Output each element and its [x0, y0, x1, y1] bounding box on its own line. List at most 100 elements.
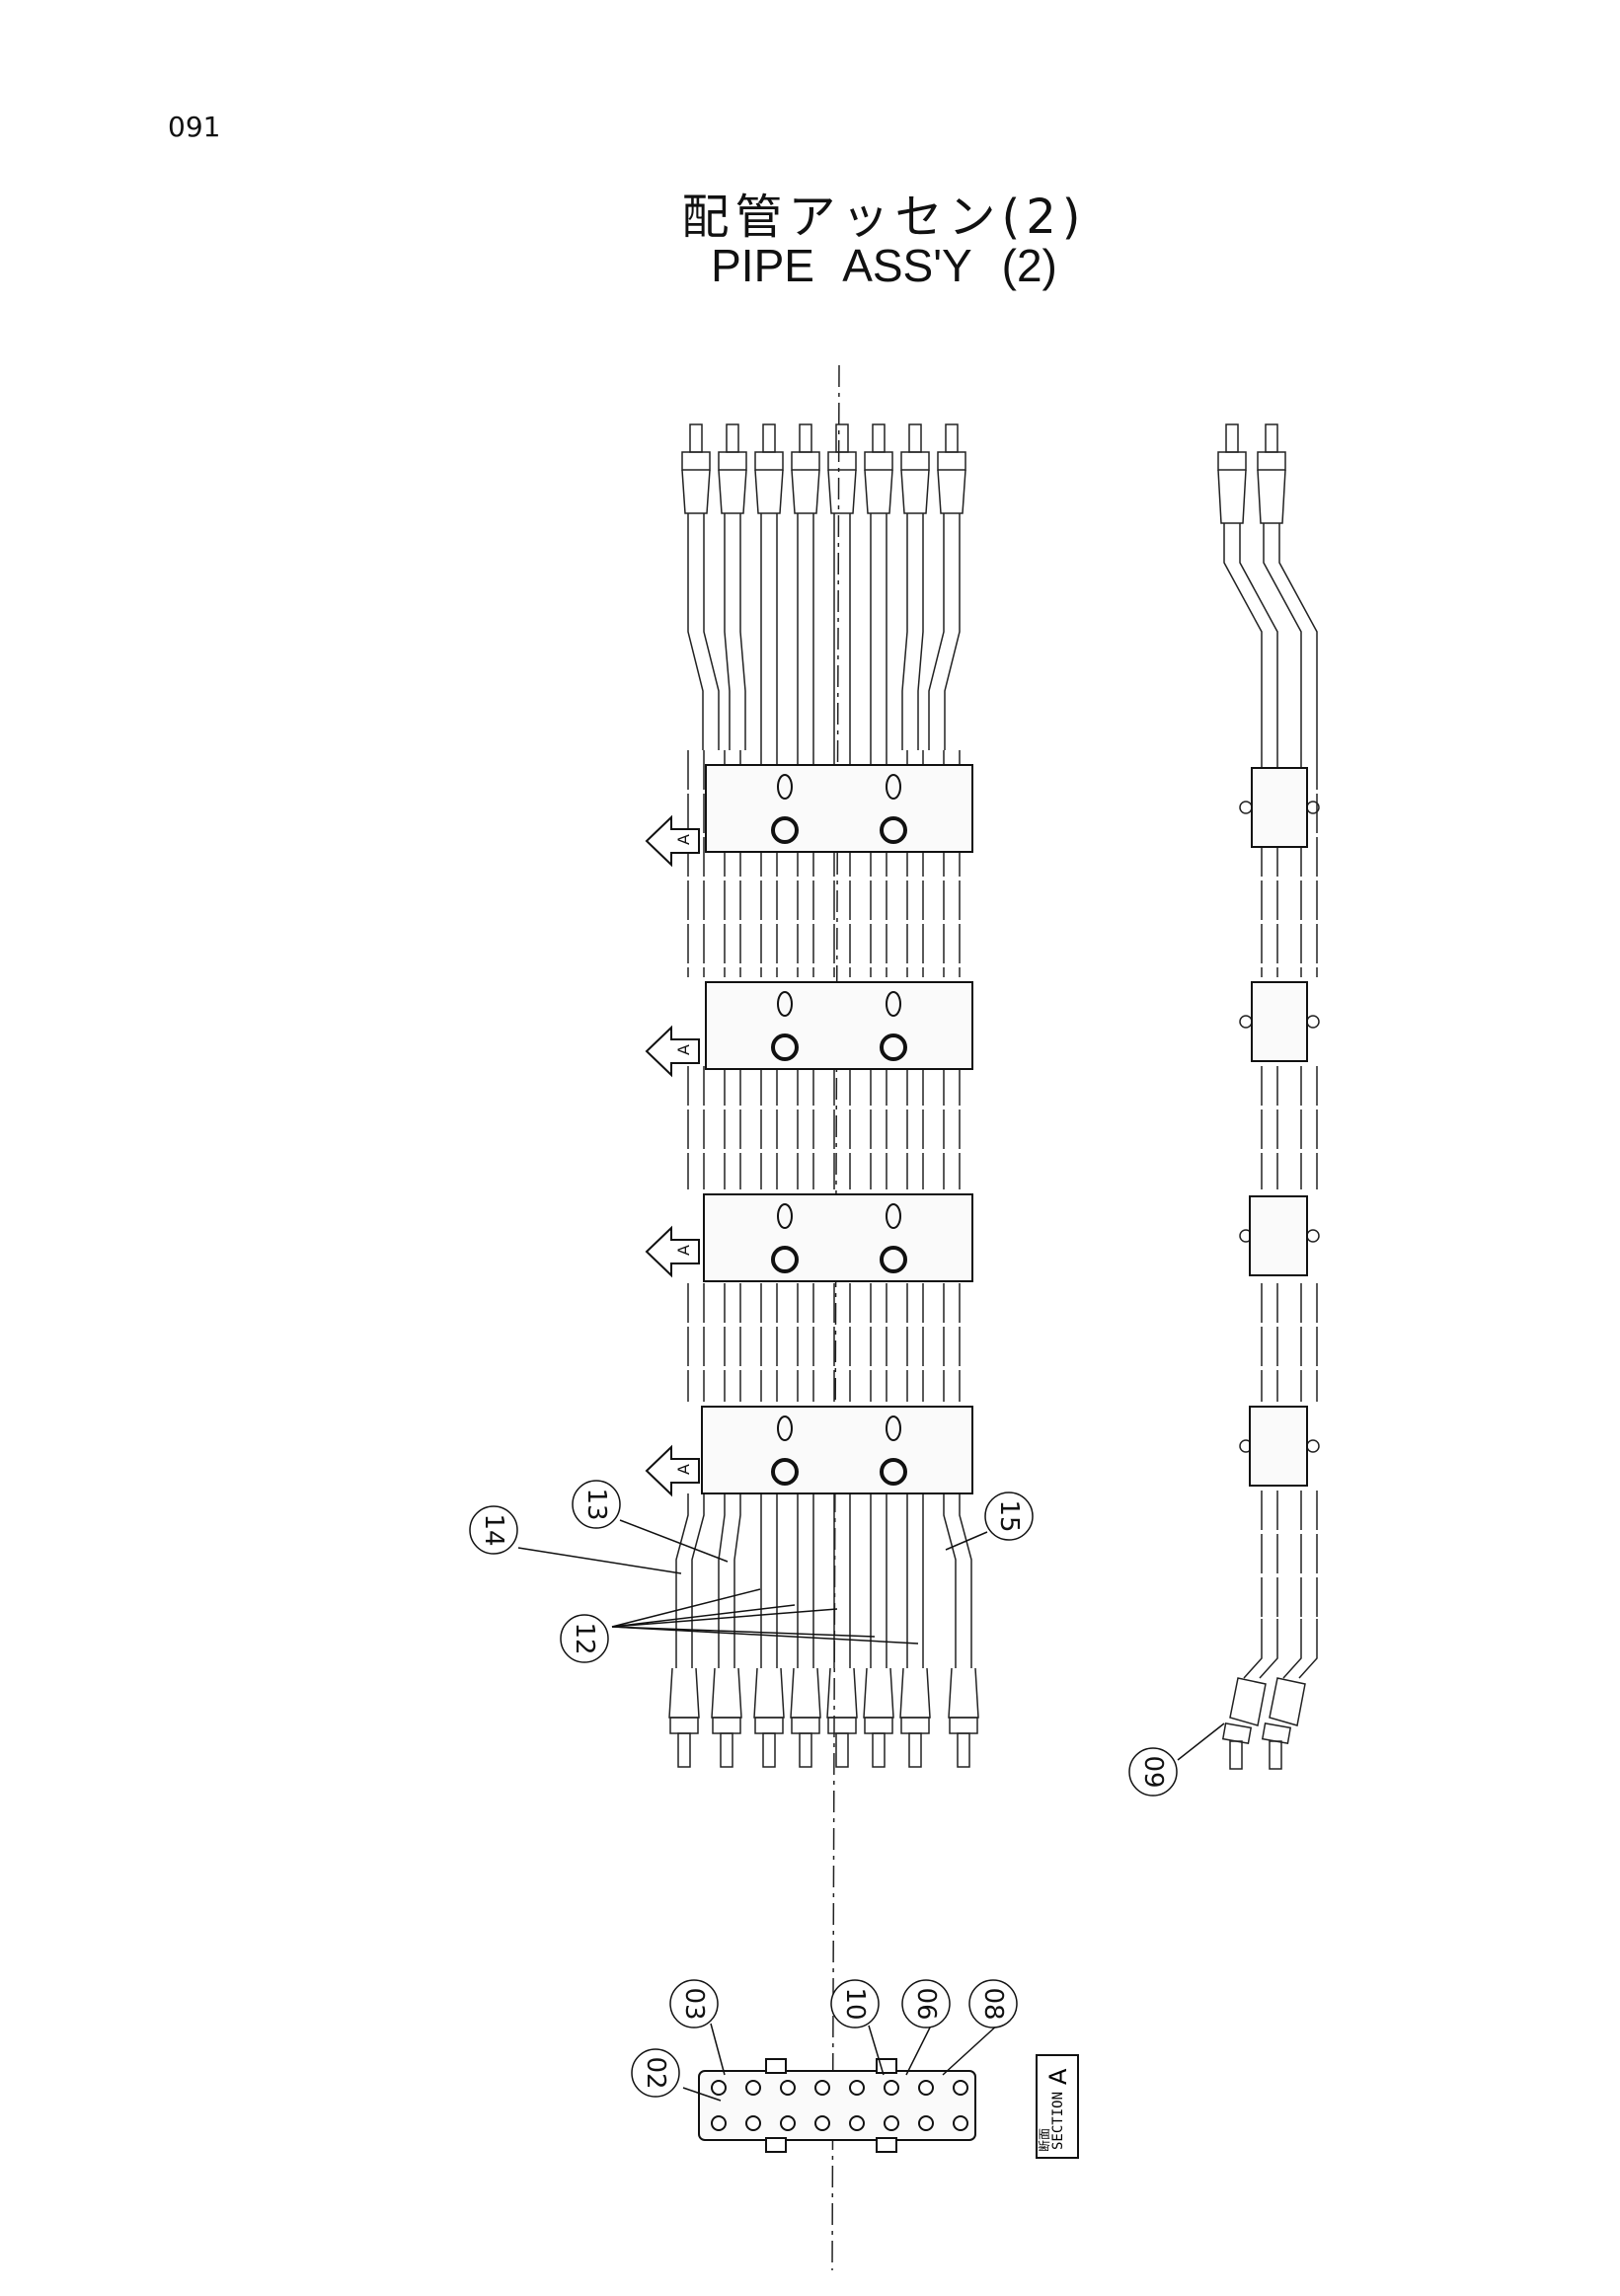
section-bolt-bot-1 — [765, 2137, 787, 2153]
top-nut-1 — [681, 451, 711, 471]
bottom-nut-5 — [827, 1717, 857, 1734]
clamp-slot-2-0 — [777, 1203, 793, 1229]
bottom-fitting-7 — [899, 1667, 931, 1719]
top-stub-7 — [908, 423, 922, 453]
side-top-nut-2 — [1257, 451, 1286, 471]
bottom-nut-6 — [864, 1717, 893, 1734]
section-hole-0-2 — [780, 2080, 796, 2096]
callout-label-13: 13 — [581, 1488, 611, 1520]
pipe-bot-left-2 — [718, 1493, 726, 1668]
top-stub-6 — [872, 423, 886, 453]
callout-label-15: 15 — [994, 1499, 1024, 1532]
section-arrow-2: A — [645, 1025, 700, 1078]
clamp-bolt-1-1 — [880, 1033, 907, 1061]
clamp-bolt-3-1 — [880, 1458, 907, 1486]
side-pipe-top-r-1 — [1239, 523, 1278, 750]
section-arrow-label-1: A — [674, 834, 693, 845]
side-bottom-nut-2 — [1261, 1722, 1292, 1745]
section-arrow-label-3: A — [674, 1245, 693, 1256]
section-hole-1-6 — [918, 2115, 934, 2131]
clamp-bolt-2-1 — [880, 1246, 907, 1273]
center-line — [831, 364, 840, 2271]
top-nut-8 — [937, 451, 966, 471]
callout-09 — [1128, 1747, 1178, 1797]
top-nut-7 — [900, 451, 930, 471]
callout-label-14: 14 — [479, 1513, 508, 1546]
callout-label-12: 12 — [570, 1622, 599, 1654]
section-label-box: SECTION A 断面 — [1036, 2054, 1079, 2159]
section-block — [698, 2070, 976, 2141]
clamp-slot-0-1 — [886, 774, 901, 800]
section-arrows: A A A A — [645, 814, 700, 1497]
bottom-stub-5 — [835, 1732, 849, 1768]
clamp-bolt-0-1 — [880, 816, 907, 844]
side-bottom-nut-1 — [1221, 1722, 1253, 1745]
clamp-bolt-3-0 — [771, 1458, 799, 1486]
clamp-slot-3-0 — [777, 1416, 793, 1441]
bottom-stub-7 — [908, 1732, 922, 1768]
bottom-stub-2 — [720, 1732, 733, 1768]
side-top-stub-2 — [1265, 423, 1278, 453]
side-bottom-stub-1 — [1229, 1740, 1243, 1770]
section-hole-1-3 — [814, 2115, 830, 2131]
side-bottom-fitting-1 — [1229, 1677, 1267, 1726]
side-top-fitting-1 — [1217, 469, 1247, 524]
clamp-bolt-0-0 — [771, 816, 799, 844]
top-stub-8 — [945, 423, 959, 453]
section-label-en: SECTION — [1050, 2092, 1066, 2150]
bottom-nut-3 — [754, 1717, 784, 1734]
top-stub-5 — [835, 423, 849, 453]
side-pipe-bot-r-2 — [1298, 1619, 1318, 1679]
title-english: PIPE ASS'Y (2) — [711, 240, 1057, 291]
pipe-top-left-7 — [901, 513, 908, 750]
callout-08 — [968, 1979, 1018, 2028]
section-hole-1-7 — [953, 2115, 968, 2131]
side-pipe-top-r-2 — [1278, 523, 1318, 750]
section-a-view — [698, 2070, 976, 2141]
side-top-nut-1 — [1217, 451, 1247, 471]
pipe-top-right-2 — [739, 513, 746, 750]
pipe-bot-right-2 — [733, 1493, 741, 1668]
bottom-stub-8 — [957, 1732, 970, 1768]
section-arrow-label-2: A — [674, 1044, 693, 1055]
callout-label-08: 08 — [978, 1987, 1008, 2020]
title-japanese: 配管アッセン(2) — [681, 190, 1087, 245]
clamp-bolts — [771, 774, 907, 1486]
clamp-blocks — [701, 764, 973, 1494]
clamp-slot-2-1 — [886, 1203, 901, 1229]
callout-labels: 14 13 12 15 09 02 03 10 06 08 — [479, 1488, 1168, 2089]
clamp-bolt-1-0 — [771, 1033, 799, 1061]
top-nut-4 — [791, 451, 820, 471]
section-hole-0-4 — [849, 2080, 865, 2096]
top-stub-3 — [762, 423, 776, 453]
clamp-slot-0-0 — [777, 774, 793, 800]
section-label-jp: 断面 — [1037, 2128, 1051, 2152]
callout-02 — [631, 2048, 680, 2098]
side-pipe-bot-l-2 — [1282, 1619, 1302, 1679]
page-number: 091 — [168, 111, 221, 143]
bottom-stub-4 — [799, 1732, 812, 1768]
callout-label-10: 10 — [840, 1987, 870, 2020]
side-bolt-r-1 — [1306, 1015, 1320, 1029]
top-nut-5 — [827, 451, 857, 471]
pipe-top-right-7 — [917, 513, 924, 750]
callout-label-06: 06 — [911, 1987, 941, 2020]
side-pipe-bot-r-1 — [1259, 1619, 1278, 1679]
callout-14 — [469, 1505, 518, 1555]
bottom-fitting-3 — [753, 1667, 785, 1719]
pipe-top-left-8 — [928, 513, 945, 750]
leader-lines — [517, 1519, 1225, 2102]
bottom-fitting-2 — [711, 1667, 742, 1719]
side-pipe-top-l-2 — [1263, 523, 1302, 750]
clamp-slot-1-1 — [886, 991, 901, 1017]
clamp-block-3 — [703, 1193, 973, 1282]
bottom-stub-6 — [872, 1732, 886, 1768]
callout-15 — [984, 1492, 1034, 1541]
side-bolt-l-0 — [1239, 801, 1253, 814]
section-arrow-label-4: A — [674, 1464, 693, 1475]
side-bolt-r-3 — [1306, 1439, 1320, 1453]
section-hole-0-6 — [918, 2080, 934, 2096]
clamp-slot-3-1 — [886, 1416, 901, 1441]
bottom-nut-1 — [669, 1717, 699, 1734]
top-fitting-5 — [827, 469, 857, 514]
